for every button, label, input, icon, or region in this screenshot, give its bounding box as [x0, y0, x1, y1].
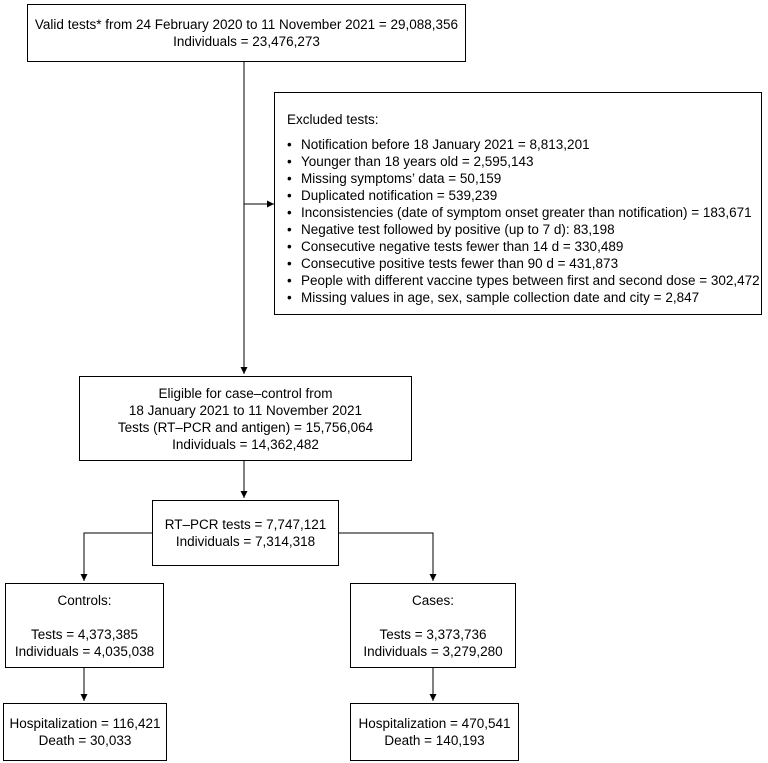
- cases-title: Cases:: [411, 592, 455, 608]
- controls-box: Controls: Tests = 4,373,385 Individuals …: [5, 583, 164, 668]
- excluded-item: Younger than 18 years old = 2,595,143: [287, 153, 761, 170]
- eligible-individuals-text: Individuals = 14,362,482: [172, 436, 319, 452]
- excluded-tests-list: Notification before 18 January 2021 = 8,…: [287, 136, 761, 306]
- excluded-item: People with different vaccine types betw…: [287, 272, 761, 289]
- excluded-item: Missing symptoms’ data = 50,159: [287, 170, 761, 187]
- arrow-rtpcr-to-controls: [80, 532, 152, 581]
- arrow-rtpcr-to-cases: [339, 532, 437, 581]
- cases-death-text: Death = 140,193: [384, 733, 485, 748]
- cases-tests-text: Tests = 3,373,736: [379, 626, 487, 642]
- cases-box: Cases: Tests = 3,373,736 Individuals = 3…: [350, 583, 516, 668]
- excluded-item: Duplicated notification = 539,239: [287, 187, 761, 204]
- controls-hospitalization-text: Hospitalization = 116,421: [9, 716, 161, 731]
- controls-death-text: Death = 30,033: [38, 733, 132, 748]
- excluded-item: Consecutive negative tests fewer than 14…: [287, 238, 761, 255]
- controls-individuals-text: Individuals = 4,035,038: [14, 643, 155, 659]
- rtpcr-individuals-text: Individuals = 7,314,318: [175, 534, 316, 549]
- excluded-item: Inconsistencies (date of symptom onset g…: [287, 204, 761, 221]
- cases-hospitalization-text: Hospitalization = 470,541: [358, 716, 511, 731]
- excluded-item: Negative test followed by positive (up t…: [287, 221, 761, 238]
- valid-tests-box: Valid tests* from 24 February 2020 to 11…: [27, 4, 466, 62]
- rtpcr-tests-text: RT–PCR tests = 7,747,121: [164, 517, 327, 532]
- cases-individuals-text: Individuals = 3,279,280: [363, 643, 503, 659]
- controls-tests-text: Tests = 4,373,385: [31, 626, 138, 642]
- valid-individuals-text: Individuals = 23,476,273: [173, 34, 320, 49]
- eligible-box: Eligible for case–control from 18 Januar…: [79, 376, 412, 461]
- valid-tests-text: Valid tests* from 24 February 2020 to 11…: [34, 17, 459, 32]
- excluded-tests-box: Excluded tests: Notification before 18 J…: [274, 92, 762, 315]
- controls-outcomes-box: Hospitalization = 116,421 Death = 30,033: [3, 703, 167, 761]
- excluded-item: Consecutive positive tests fewer than 90…: [287, 255, 761, 272]
- excluded-item: Missing values in age, sex, sample colle…: [287, 289, 761, 306]
- rtpcr-box: RT–PCR tests = 7,747,121 Individuals = 7…: [152, 500, 339, 566]
- eligible-tests-text: Tests (RT–PCR and antigen) = 15,756,064: [117, 419, 374, 435]
- eligible-title-text: Eligible for case–control from: [158, 385, 333, 401]
- eligible-period-text: 18 January 2021 to 11 November 2021: [128, 402, 363, 418]
- cases-outcomes-box: Hospitalization = 470,541 Death = 140,19…: [350, 703, 519, 761]
- excluded-tests-title: Excluded tests:: [287, 112, 379, 127]
- excluded-item: Notification before 18 January 2021 = 8,…: [287, 136, 761, 153]
- controls-title: Controls:: [57, 592, 112, 608]
